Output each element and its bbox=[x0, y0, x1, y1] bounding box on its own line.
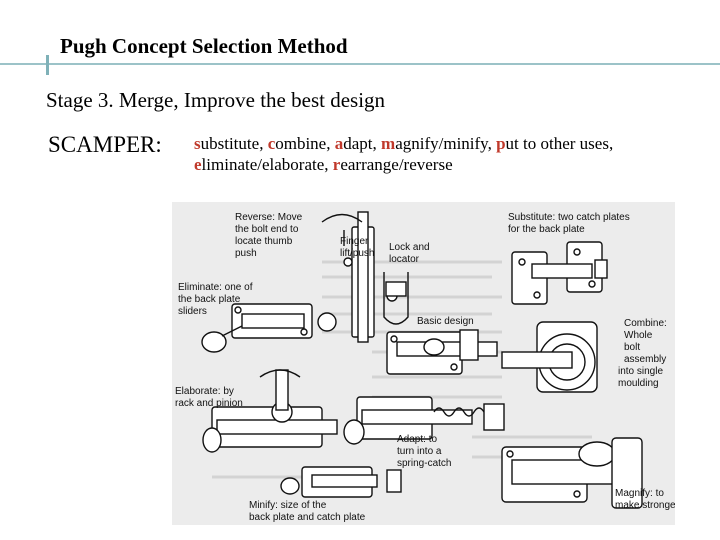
label-basic: Basic design bbox=[417, 316, 474, 327]
scamper-terms: substitute, combine, adapt, magnify/mini… bbox=[194, 133, 694, 175]
scamper-term: adapt, bbox=[334, 134, 382, 153]
magnify-drawing bbox=[501, 437, 643, 509]
scamper-term: put to other uses, bbox=[496, 134, 614, 153]
scamper-label: SCAMPER: bbox=[48, 132, 162, 157]
eliminate-drawing bbox=[201, 303, 337, 353]
basic-design-drawing bbox=[386, 329, 498, 375]
minify-drawing bbox=[280, 466, 402, 498]
header-accent-mark bbox=[46, 55, 49, 75]
scamper-term: combine, bbox=[267, 134, 335, 153]
adapt-drawing bbox=[343, 396, 505, 445]
scamper-term: rearrange/reverse bbox=[332, 155, 453, 174]
header-rule bbox=[0, 63, 720, 65]
substitute-drawing bbox=[511, 241, 608, 305]
slide-title: Pugh Concept Selection Method bbox=[60, 34, 348, 58]
reverse-bolt-drawing bbox=[321, 211, 375, 343]
combine-drawing bbox=[501, 321, 598, 393]
scamper-term: magnify/minify, bbox=[381, 134, 497, 153]
scamper-term: substitute, bbox=[194, 134, 268, 153]
stage-heading: Stage 3. Merge, Improve the best design bbox=[46, 88, 386, 112]
lock-locator-drawing bbox=[383, 272, 409, 325]
scamper-term: eliminate/elaborate, bbox=[194, 155, 333, 174]
elaborate-drawing bbox=[202, 369, 338, 453]
